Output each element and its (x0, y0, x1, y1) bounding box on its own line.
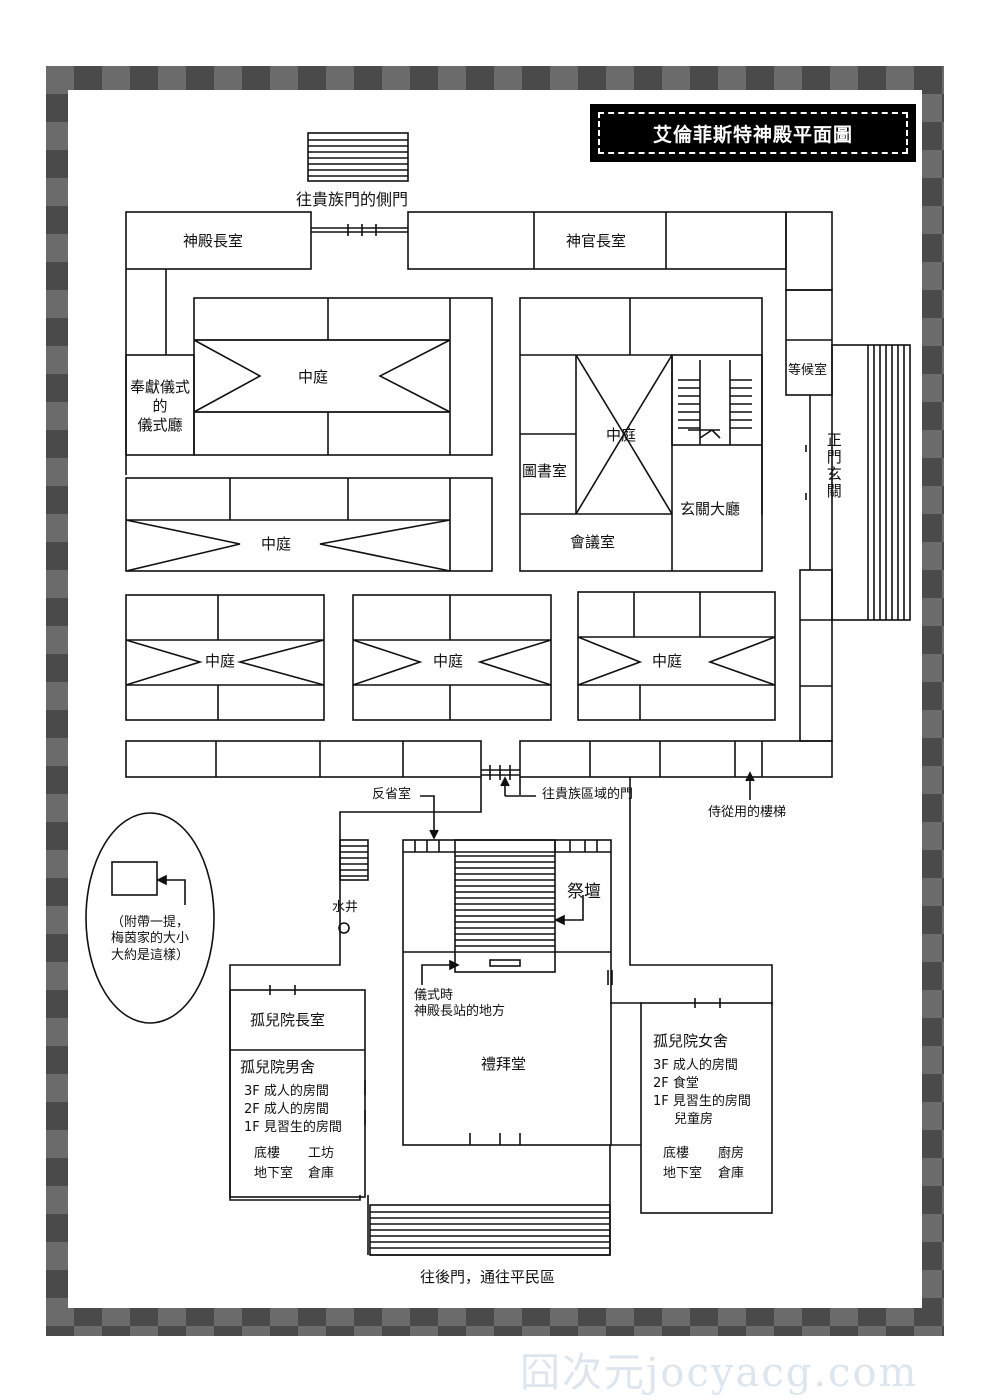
courtyard-5-block (577, 591, 776, 721)
bottom-row (125, 740, 833, 780)
girls-dorm-floor-1: 1F 見習生的房間 (653, 1094, 751, 1109)
courtyard-1: 中庭 (298, 368, 329, 386)
top-rooms (125, 211, 833, 396)
main-entrance-stairs (805, 344, 911, 621)
label-ceremony-position: 儀式時 神殿長站的地方 (414, 988, 506, 1020)
title-frame: 艾倫菲斯特神殿平面圖 (598, 112, 908, 154)
boys-dorm-floor-2: 2F 成人的房間 (244, 1102, 329, 1117)
label-noble-area-gate: 往貴族區域的門 (542, 787, 634, 802)
courtyard-6: 中庭 (606, 426, 637, 444)
orphanage-girls-block (610, 998, 773, 1214)
girls-dorm-floor-3: 3F 成人的房間 (653, 1058, 738, 1073)
courtyard-4-block (352, 594, 552, 721)
arrows (156, 771, 755, 985)
top-staircase (307, 132, 409, 182)
room-meeting: 會議室 (570, 533, 616, 551)
courtyard-3-block (125, 594, 325, 721)
courtyard-4: 中庭 (433, 652, 464, 670)
boys-dorm-floor-3: 3F 成人的房間 (244, 1084, 329, 1099)
room-chapel: 禮拜堂 (481, 1055, 527, 1073)
room-offering-ritual-hall: 奉獻儀式 的 儀式廳 (130, 378, 191, 434)
right-corridor (799, 569, 833, 742)
label-servant-stairs: 侍從用的樓梯 (708, 805, 787, 820)
myne-house-inset (85, 812, 215, 1024)
boys-dorm-floor-1: 1F 見習生的房間 (244, 1120, 342, 1135)
courtyard-5: 中庭 (652, 652, 683, 670)
label-myne-house-note: （附帶一提， 梅茵家的大小 大約是這樣） (110, 915, 189, 963)
label-well: 水井 (332, 900, 359, 915)
courtyard-1-block (193, 297, 493, 456)
label-main-entrance: 正門玄關 (824, 432, 843, 500)
room-waiting: 等候室 (788, 363, 828, 378)
boys-dorm-storage: 倉庫 (308, 1166, 335, 1181)
courtyard-3: 中庭 (205, 652, 236, 670)
room-altar: 祭壇 (567, 882, 601, 902)
girls-dorm-floor-2: 2F 食堂 (653, 1076, 699, 1091)
courtyard-2-block (125, 477, 493, 572)
room-orphanage-director: 孤兒院長室 (250, 1011, 326, 1029)
boys-dorm-ground: 底樓 (254, 1146, 281, 1161)
paper-sheet (68, 90, 922, 1308)
courtyard-2: 中庭 (261, 535, 292, 553)
label-noble-side-gate: 往貴族門的側門 (296, 190, 409, 209)
title-box: 艾倫菲斯特神殿平面圖 (590, 104, 916, 162)
left-wing (125, 269, 195, 475)
room-library: 圖書室 (522, 462, 568, 480)
boys-dorm-basement: 地下室 (254, 1166, 294, 1181)
plan-title: 艾倫菲斯特神殿平面圖 (652, 123, 853, 146)
orphanage-boys-block (229, 985, 366, 1198)
boys-dorm-title: 孤兒院男舍 (240, 1058, 316, 1076)
girls-dorm-storage: 倉庫 (718, 1166, 745, 1181)
chapel-block (402, 839, 613, 1146)
watermark: 囧次元jocyacg.com (520, 1350, 919, 1396)
label-reflection-room: 反省室 (372, 787, 412, 802)
right-upper-block (519, 297, 763, 572)
room-priest-head: 神官長室 (566, 232, 627, 250)
girls-dorm-kitchen: 廚房 (718, 1146, 745, 1161)
room-entrance-hall: 玄關大廳 (680, 500, 741, 518)
girls-dorm-title: 孤兒院女舍 (653, 1032, 729, 1050)
girls-dorm-children-room: 兒童房 (674, 1112, 714, 1127)
girls-dorm-basement: 地下室 (663, 1166, 703, 1181)
room-temple-head: 神殿長室 (183, 232, 244, 250)
boys-dorm-workshop: 工坊 (308, 1146, 335, 1161)
label-back-gate: 往後門，通往平民區 (420, 1268, 556, 1286)
girls-dorm-ground: 底樓 (663, 1146, 690, 1161)
bottom-stairs (369, 1204, 611, 1256)
